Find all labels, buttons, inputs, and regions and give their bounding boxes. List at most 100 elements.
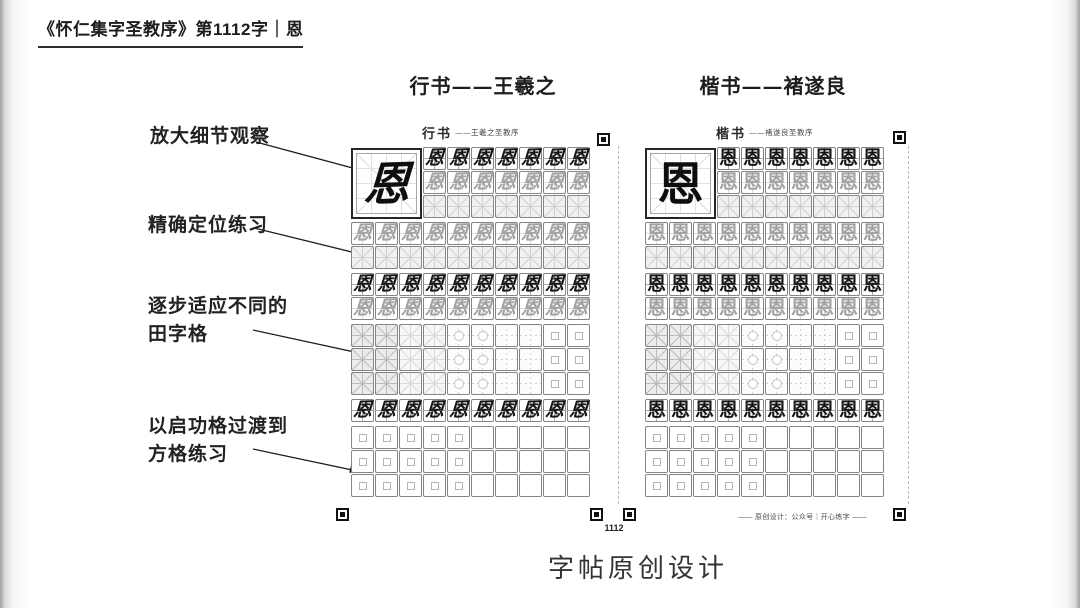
practice-grid: 恩恩恩恩恩恩恩恩恩恩恩恩恩恩恩恩恩恩恩恩恩恩恩恩恩恩恩恩恩恩恩恩恩恩恩恩恩恩恩恩…	[351, 147, 590, 497]
enlarged-character-grid: 恩	[650, 153, 711, 214]
practice-cell-grid-faint	[567, 195, 590, 218]
registration-mark-icon	[893, 508, 906, 521]
practice-cell-grid-faint	[567, 246, 590, 269]
practice-cell-char-dark: 恩	[645, 399, 668, 422]
practice-row	[351, 324, 590, 347]
practice-character: 恩	[814, 273, 834, 295]
practice-cell-plain	[861, 450, 884, 473]
practice-character: 恩	[568, 398, 589, 422]
practice-character: 恩	[862, 273, 882, 295]
practice-cell-dash	[495, 348, 518, 371]
practice-cell-char-dark: 恩	[447, 273, 470, 296]
page-title: 《怀仁集字圣教序》第1112字｜恩	[38, 15, 304, 48]
practice-character: 恩	[472, 170, 493, 194]
practice-cell-sq	[351, 426, 374, 449]
practice-character: 恩	[862, 297, 882, 319]
practice-row	[351, 348, 590, 371]
practice-character: 恩	[694, 222, 714, 244]
practice-cell-grid-faint	[495, 246, 518, 269]
practice-cell-circle	[765, 348, 788, 371]
practice-character: 恩	[670, 222, 690, 244]
practice-grid: 恩恩恩恩恩恩恩恩恩恩恩恩恩恩恩恩恩恩恩恩恩恩恩恩恩恩恩恩恩恩恩恩恩恩恩恩恩恩恩恩…	[645, 147, 884, 497]
practice-row	[351, 450, 590, 473]
practice-cell-plain	[543, 426, 566, 449]
practice-cell-dash	[813, 372, 836, 395]
practice-cell-char-dark: 恩	[765, 399, 788, 422]
practice-character: 恩	[544, 398, 565, 422]
practice-cell-char-dark: 恩	[669, 399, 692, 422]
practice-character: 恩	[544, 296, 565, 320]
practice-cell-grid-faint	[471, 195, 494, 218]
practice-character: 恩	[694, 399, 714, 421]
practice-character: 恩	[766, 297, 786, 319]
practice-cell-char-light: 恩	[423, 297, 446, 320]
practice-cell-mi	[375, 324, 398, 347]
practice-character: 恩	[544, 170, 565, 194]
practice-cell-char-light: 恩	[375, 222, 398, 245]
practice-cell-char-dark: 恩	[447, 147, 470, 170]
practice-cell-char-dark: 恩	[861, 399, 884, 422]
practice-character: 恩	[766, 273, 786, 295]
practice-cell-char-dark: 恩	[741, 147, 764, 170]
practice-cell-grid-faint	[447, 246, 470, 269]
practice-character: 恩	[646, 222, 666, 244]
practice-cell-char-dark: 恩	[765, 273, 788, 296]
sheet-script-name: 行书	[421, 126, 452, 142]
practice-cell-plain	[567, 450, 590, 473]
practice-character: 恩	[376, 272, 397, 296]
sheet-script-name: 楷书	[715, 126, 746, 142]
practice-cell-plain	[495, 450, 518, 473]
practice-cell-char-light: 恩	[519, 297, 542, 320]
practice-character: 恩	[718, 399, 738, 421]
practice-cell-char-dark: 恩	[645, 273, 668, 296]
practice-character: 恩	[838, 147, 858, 169]
practice-cell-mi-light	[693, 348, 716, 371]
practice-cell-char-light: 恩	[741, 222, 764, 245]
enlarged-character-grid: 恩	[356, 153, 417, 214]
practice-cell-char-light: 恩	[543, 222, 566, 245]
practice-character: 恩	[448, 296, 469, 320]
practice-cell-circle	[447, 348, 470, 371]
practice-character: 恩	[520, 296, 541, 320]
practice-cell-char-dark: 恩	[519, 273, 542, 296]
practice-cell-sq	[837, 348, 860, 371]
practice-cell-char-light: 恩	[813, 171, 836, 194]
practice-cell-grid-faint	[471, 246, 494, 269]
practice-cell-char-dark: 恩	[399, 399, 422, 422]
practice-row: 恩恩恩恩恩恩恩	[717, 171, 884, 194]
practice-character: 恩	[544, 146, 565, 170]
practice-cell-sq	[693, 474, 716, 497]
practice-character: 恩	[352, 221, 373, 245]
practice-cell-char-light: 恩	[741, 297, 764, 320]
practice-cell-char-dark: 恩	[789, 147, 812, 170]
practice-cell-grid-faint	[669, 246, 692, 269]
practice-cell-char-dark: 恩	[495, 273, 518, 296]
sheet-source-label: ——褚遂良圣教序	[749, 127, 813, 137]
practice-character: 恩	[520, 272, 541, 296]
practice-cell-mi-light	[717, 372, 740, 395]
practice-character: 恩	[766, 171, 786, 193]
practice-cell-sq	[423, 474, 446, 497]
practice-character: 恩	[448, 272, 469, 296]
practice-cell-grid-faint	[423, 195, 446, 218]
practice-cell-char-light: 恩	[423, 171, 446, 194]
practice-cell-char-light: 恩	[447, 297, 470, 320]
practice-character: 恩	[472, 296, 493, 320]
practice-character: 恩	[376, 296, 397, 320]
practice-cell-sq	[669, 450, 692, 473]
practice-row	[645, 246, 884, 269]
cut-line	[908, 146, 909, 504]
practice-cell-sq	[567, 348, 590, 371]
practice-cell-char-light: 恩	[693, 297, 716, 320]
annotation-precise-positioning: 精确定位练习	[148, 212, 268, 240]
practice-character: 恩	[838, 399, 858, 421]
practice-character: 恩	[790, 222, 810, 244]
practice-cell-sq	[717, 450, 740, 473]
practice-character: 恩	[742, 147, 762, 169]
practice-cell-sq	[693, 450, 716, 473]
practice-cell-circle	[741, 348, 764, 371]
practice-character: 恩	[742, 297, 762, 319]
practice-character: 恩	[496, 146, 517, 170]
practice-cell-grid-faint	[813, 246, 836, 269]
